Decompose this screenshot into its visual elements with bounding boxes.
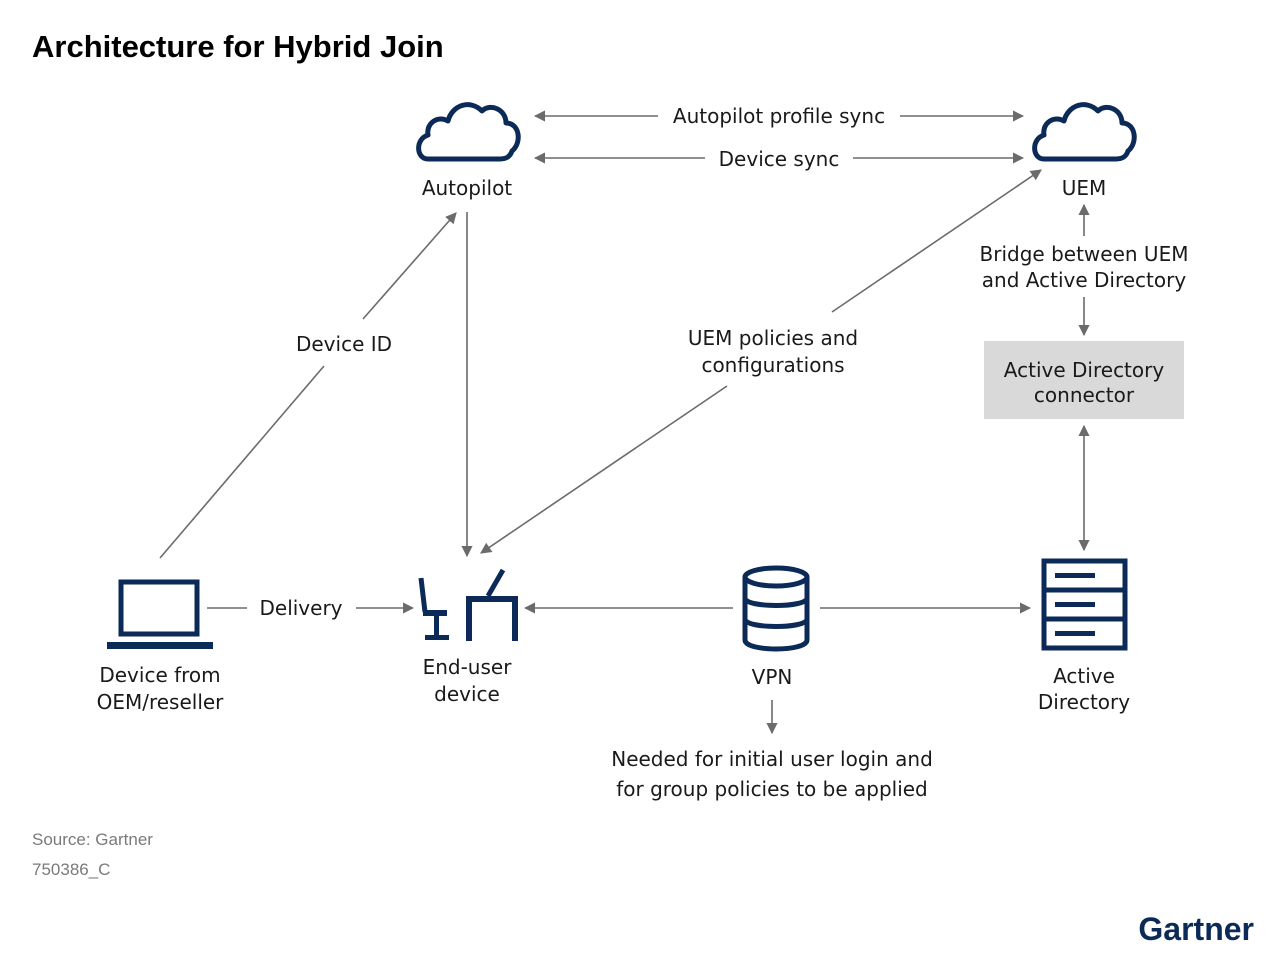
end-user-device-label-line1: End-user bbox=[423, 655, 513, 679]
source-note: Source: Gartner bbox=[32, 830, 153, 849]
bridge-label-line1: Bridge between UEM bbox=[980, 242, 1189, 266]
cloud-icon bbox=[416, 102, 521, 162]
vpn-note-line2: for group policies to be applied bbox=[616, 777, 928, 801]
desk-icon bbox=[418, 568, 518, 641]
uem-policies-label-line1: UEM policies and bbox=[688, 326, 858, 350]
active-directory-label-line1: Active bbox=[1053, 664, 1115, 688]
device-id-label: Device ID bbox=[296, 332, 392, 356]
uem-policies-arrow bbox=[480, 385, 728, 554]
device-id-line-lower bbox=[159, 365, 325, 559]
connector-label-line1: Active Directory bbox=[1004, 358, 1165, 382]
uem-policies-label-line2: configurations bbox=[701, 353, 844, 377]
database-icon bbox=[742, 565, 810, 652]
delivery-label: Delivery bbox=[259, 596, 342, 620]
device-oem-label-line1: Device from bbox=[99, 663, 220, 687]
device-sync-label: Device sync bbox=[719, 147, 840, 171]
uem-policies-line-upper bbox=[831, 169, 1042, 313]
laptop-icon bbox=[107, 579, 213, 649]
end-user-device-label-line2: device bbox=[434, 682, 500, 706]
page-title: Architecture for Hybrid Join bbox=[32, 29, 444, 64]
autopilot-label: Autopilot bbox=[422, 176, 512, 200]
figure-code: 750386_C bbox=[32, 860, 110, 879]
server-icon bbox=[1041, 558, 1128, 651]
vpn-label: VPN bbox=[752, 665, 793, 689]
uem-label: UEM bbox=[1062, 176, 1107, 200]
cloud-icon bbox=[1032, 102, 1137, 162]
connector-label-line2: connector bbox=[1034, 383, 1135, 407]
active-directory-label-line2: Directory bbox=[1038, 690, 1130, 714]
vpn-note-line1: Needed for initial user login and bbox=[611, 747, 933, 771]
bridge-label-line2: and Active Directory bbox=[982, 268, 1187, 292]
device-oem-label-line2: OEM/reseller bbox=[97, 690, 225, 714]
connector-box bbox=[984, 341, 1184, 419]
gartner-logo: Gartner bbox=[1138, 911, 1254, 947]
device-id-arrow bbox=[362, 212, 457, 320]
autopilot-profile-sync-label: Autopilot profile sync bbox=[673, 104, 885, 128]
